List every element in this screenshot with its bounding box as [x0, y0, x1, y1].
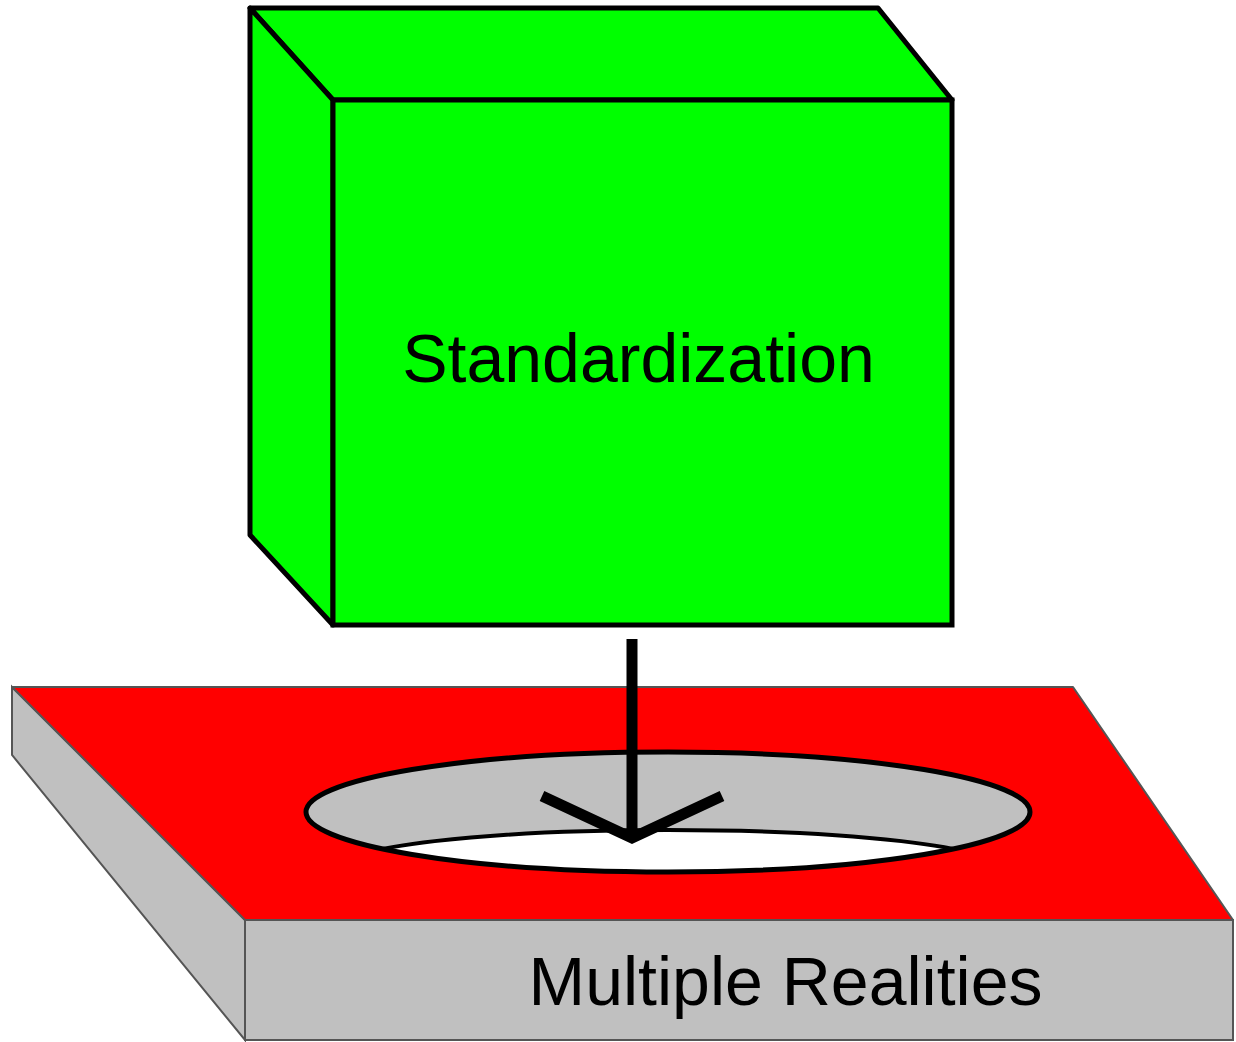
arrow-shaft [627, 639, 638, 834]
node-label: Standardization [402, 321, 875, 396]
text-area: Multiple Realities [268, 923, 1236, 1039]
slab-front-face [245, 920, 1233, 1040]
realities-slab: Multiple Realities [8, 683, 1236, 1042]
standardization-cube: Standardization [246, 4, 956, 629]
arrow-connector [542, 639, 722, 838]
cube-top-face [250, 8, 952, 100]
slab-top-face [12, 687, 1233, 920]
text-area: Standardization [333, 100, 944, 617]
hole-rim [306, 752, 1030, 872]
node-label: Multiple Realities [529, 944, 1043, 1019]
arrow-head [542, 796, 722, 838]
cube-side-face [250, 8, 333, 625]
cube-front-face [333, 100, 952, 625]
standardization-cube-outline [246, 4, 956, 629]
hole-opening [338, 830, 998, 906]
